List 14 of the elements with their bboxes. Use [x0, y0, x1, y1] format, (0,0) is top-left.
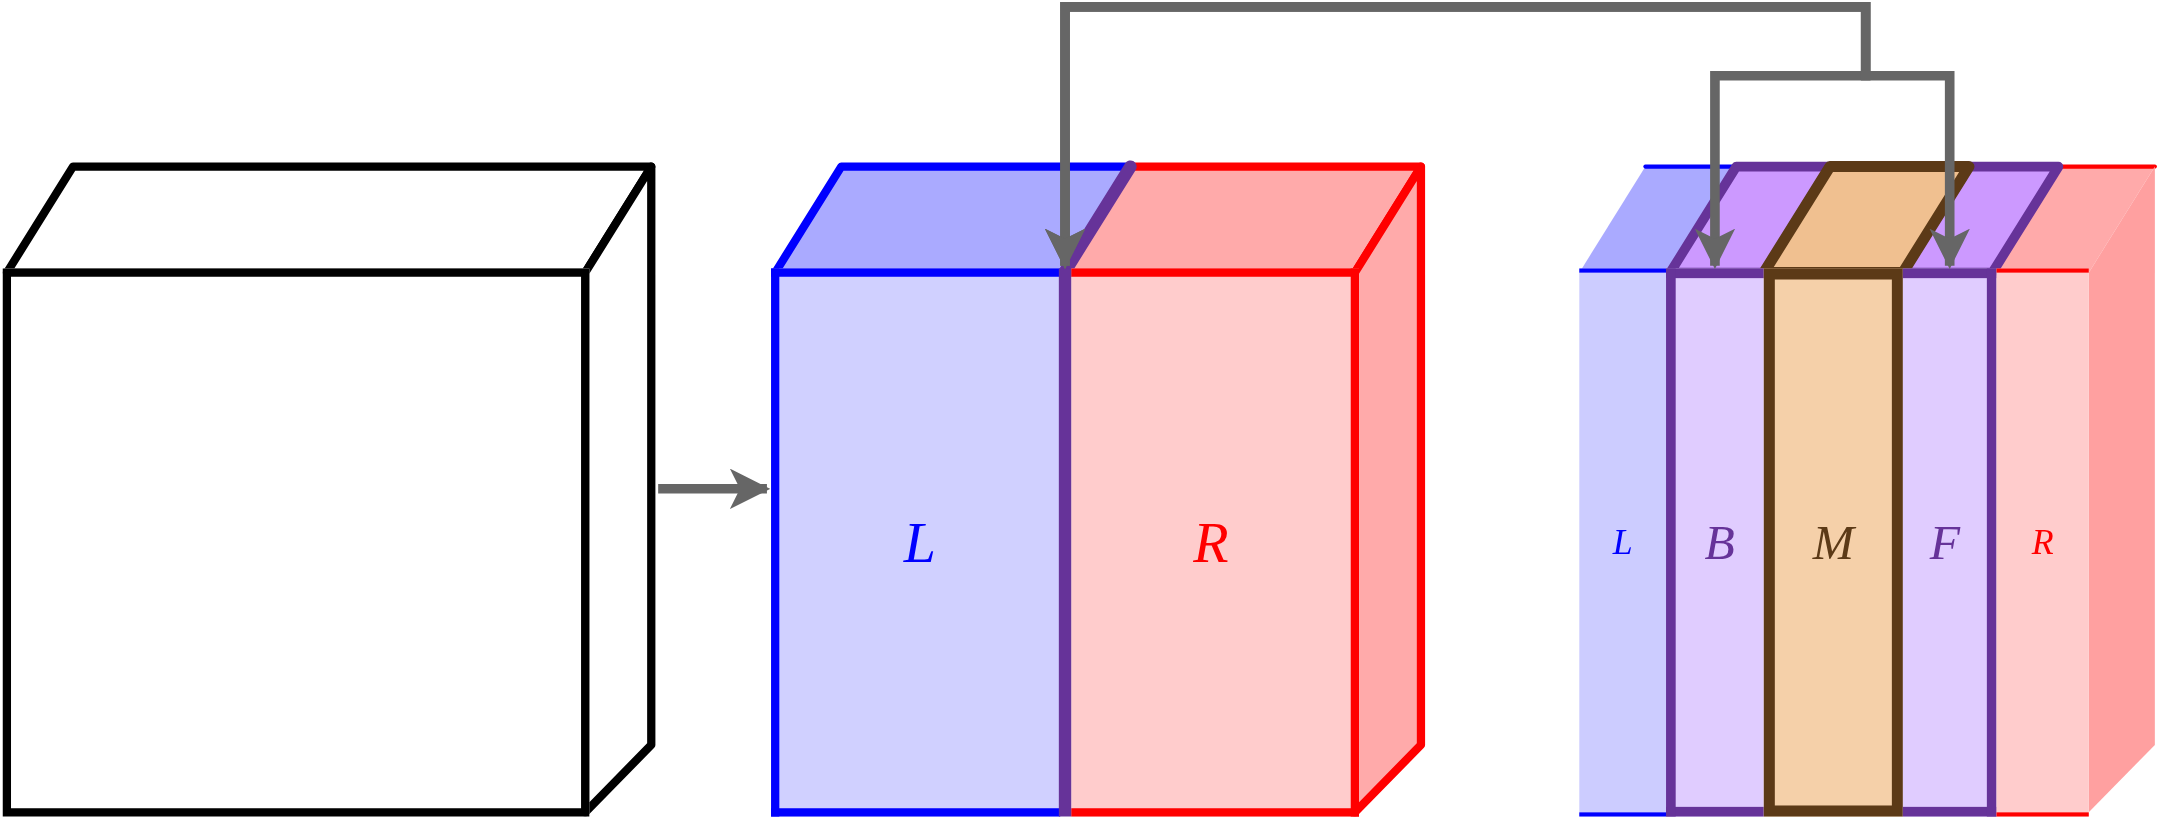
block [1902, 268, 1997, 817]
block [1666, 268, 1764, 817]
block-label: L [1612, 524, 1633, 561]
block [1579, 268, 1667, 817]
block-label: L [903, 513, 936, 572]
block [1763, 268, 1903, 817]
block-label: B [1704, 517, 1735, 568]
block [1071, 268, 1359, 817]
block-label: R [2031, 524, 2054, 561]
block [1996, 268, 2089, 817]
block-label: F [1929, 517, 1960, 568]
arrow [658, 468, 771, 510]
block [771, 268, 1061, 817]
block-label: R [1193, 513, 1229, 572]
